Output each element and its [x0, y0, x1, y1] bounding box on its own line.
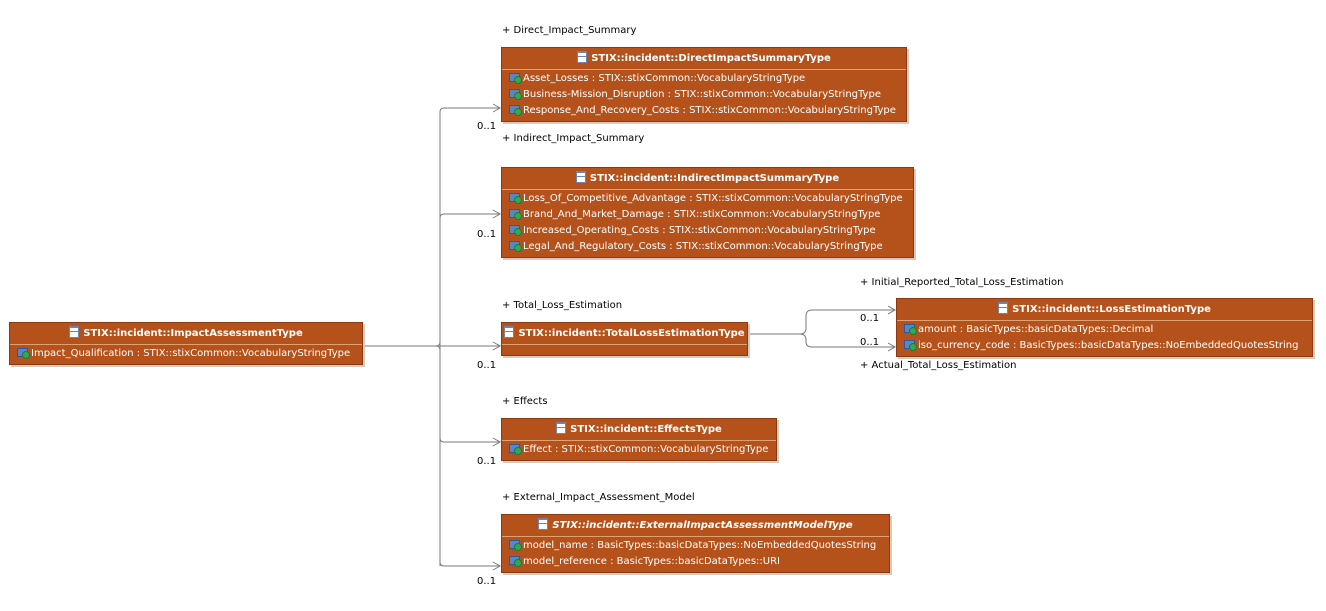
- class-icon: [504, 326, 515, 338]
- multiplicity-effects: 0..1: [477, 456, 497, 467]
- attribute-text: Asset_Losses : STIX::stixCommon::Vocabul…: [523, 73, 806, 84]
- class-indirect-impact-summary-type[interactable]: STIX::incident::IndirectImpactSummaryTyp…: [501, 167, 914, 258]
- association-line-initial: [747, 309, 895, 335]
- attribute-row[interactable]: Business-Mission_Disruption : STIX::stix…: [502, 87, 906, 103]
- class-icon: [556, 422, 567, 434]
- role-label-external: + External_Impact_Assessment_Model: [502, 492, 695, 503]
- attribute-row[interactable]: Brand_And_Market_Damage : STIX::stixComm…: [502, 207, 913, 223]
- class-name: STIX::incident::ExternalImpactAssessment…: [552, 520, 853, 531]
- class-header: STIX::incident::DirectImpactSummaryType: [502, 48, 906, 70]
- class-name: STIX::incident::IndirectImpactSummaryTyp…: [589, 173, 840, 184]
- multiplicity-external: 0..1: [477, 576, 497, 587]
- multiplicity-indirect: 0..1: [477, 229, 497, 240]
- role-label-direct: + Direct_Impact_Summary: [502, 25, 637, 36]
- attribute-text: iso_currency_code : BasicTypes::basicDat…: [918, 340, 1299, 351]
- attribute-icon: [509, 105, 522, 116]
- class-header: STIX::incident::TotalLossEstimationType: [502, 323, 747, 345]
- class-direct-impact-summary-type[interactable]: STIX::incident::DirectImpactSummaryType …: [501, 47, 907, 122]
- attribute-text: Business-Mission_Disruption : STIX::stix…: [523, 89, 881, 100]
- attribute-icon: [509, 89, 522, 100]
- attribute-row[interactable]: model_name : BasicTypes::basicDataTypes:…: [502, 538, 889, 554]
- multiplicity-total: 0..1: [477, 360, 497, 371]
- multiplicity-direct: 0..1: [477, 121, 497, 132]
- attribute-text: Loss_Of_Competitive_Advantage : STIX::st…: [523, 193, 903, 204]
- attribute-text: Increased_Operating_Costs : STIX::stixCo…: [523, 225, 876, 236]
- attribute-row[interactable]: Response_And_Recovery_Costs : STIX::stix…: [502, 103, 906, 119]
- association-line-direct: [439, 107, 500, 113]
- association-line-actual: [747, 333, 895, 348]
- attribute-text: amount : BasicTypes::basicDataTypes::Dec…: [918, 324, 1154, 335]
- class-total-loss-estimation-type[interactable]: STIX::incident::TotalLossEstimationType: [501, 322, 748, 356]
- attribute-icon: [904, 340, 917, 351]
- attribute-row[interactable]: Increased_Operating_Costs : STIX::stixCo…: [502, 223, 913, 239]
- role-label-total: + Total_Loss_Estimation: [502, 300, 623, 311]
- attribute-icon: [509, 209, 522, 220]
- class-loss-estimation-type[interactable]: STIX::incident::LossEstimationType amoun…: [896, 298, 1313, 357]
- attribute-text: Response_And_Recovery_Costs : STIX::stix…: [523, 105, 896, 116]
- attribute-text: model_reference : BasicTypes::basicDataT…: [523, 556, 780, 567]
- class-name: STIX::incident::ImpactAssessmentType: [83, 328, 303, 339]
- class-icon: [575, 171, 586, 183]
- attribute-icon: [509, 540, 522, 551]
- class-name: STIX::incident::TotalLossEstimationType: [518, 328, 745, 339]
- attribute-row[interactable]: Legal_And_Regulatory_Costs : STIX::stixC…: [502, 239, 913, 255]
- attribute-text: Effect : STIX::stixCommon::VocabularyStr…: [523, 444, 769, 455]
- class-effects-type[interactable]: STIX::incident::EffectsType Effect : STI…: [501, 418, 777, 461]
- attribute-row[interactable]: amount : BasicTypes::basicDataTypes::Dec…: [897, 322, 1312, 338]
- class-header: STIX::incident::IndirectImpactSummaryTyp…: [502, 168, 913, 190]
- attribute-row[interactable]: Loss_Of_Competitive_Advantage : STIX::st…: [502, 191, 913, 207]
- class-name: STIX::incident::LossEstimationType: [1012, 304, 1211, 315]
- attribute-icon: [509, 241, 522, 252]
- multiplicity-actual: 0..1: [860, 337, 880, 348]
- class-name: STIX::incident::DirectImpactSummaryType: [591, 53, 831, 64]
- attribute-text: Brand_And_Market_Damage : STIX::stixComm…: [523, 209, 881, 220]
- class-icon: [69, 326, 80, 338]
- class-header: STIX::incident::ExternalImpactAssessment…: [502, 515, 889, 537]
- role-label-indirect: + Indirect_Impact_Summary: [502, 133, 645, 144]
- attribute-text: Legal_And_Regulatory_Costs : STIX::stixC…: [523, 241, 883, 252]
- association-line-effects: [439, 437, 500, 443]
- attribute-row[interactable]: Asset_Losses : STIX::stixCommon::Vocabul…: [502, 71, 906, 87]
- class-external-impact-assessment-model-type[interactable]: STIX::incident::ExternalImpactAssessment…: [501, 514, 890, 573]
- attribute-row[interactable]: model_reference : BasicTypes::basicDataT…: [502, 554, 889, 570]
- class-icon: [998, 302, 1009, 314]
- attribute-icon: [17, 348, 30, 359]
- multiplicity-initial-reported: 0..1: [860, 313, 880, 324]
- role-label-initial-reported: + Initial_Reported_Total_Loss_Estimation: [860, 277, 1064, 288]
- attribute-row[interactable]: Effect : STIX::stixCommon::VocabularyStr…: [502, 442, 776, 458]
- role-label-effects: + Effects: [502, 396, 548, 407]
- class-icon: [577, 51, 588, 63]
- class-icon: [538, 518, 549, 530]
- class-header: STIX::incident::EffectsType: [502, 419, 776, 441]
- attribute-row[interactable]: iso_currency_code : BasicTypes::basicDat…: [897, 338, 1312, 354]
- association-line-indirect: [439, 213, 500, 219]
- class-header: STIX::incident::ImpactAssessmentType: [10, 323, 362, 345]
- attribute-icon: [509, 193, 522, 204]
- attribute-icon: [904, 324, 917, 335]
- attribute-icon: [509, 73, 522, 84]
- association-line-external: [439, 561, 500, 567]
- attribute-row[interactable]: Impact_Qualification : STIX::stixCommon:…: [10, 346, 362, 362]
- attribute-text: model_name : BasicTypes::basicDataTypes:…: [523, 540, 877, 551]
- class-impact-assessment-type[interactable]: STIX::incident::ImpactAssessmentType Imp…: [9, 322, 363, 365]
- class-name: STIX::incident::EffectsType: [570, 424, 722, 435]
- role-label-actual: + Actual_Total_Loss_Estimation: [860, 360, 1017, 371]
- attribute-icon: [509, 444, 522, 455]
- attribute-icon: [509, 225, 522, 236]
- class-header: STIX::incident::LossEstimationType: [897, 299, 1312, 321]
- attribute-text: Impact_Qualification : STIX::stixCommon:…: [31, 348, 351, 359]
- attribute-icon: [509, 556, 522, 567]
